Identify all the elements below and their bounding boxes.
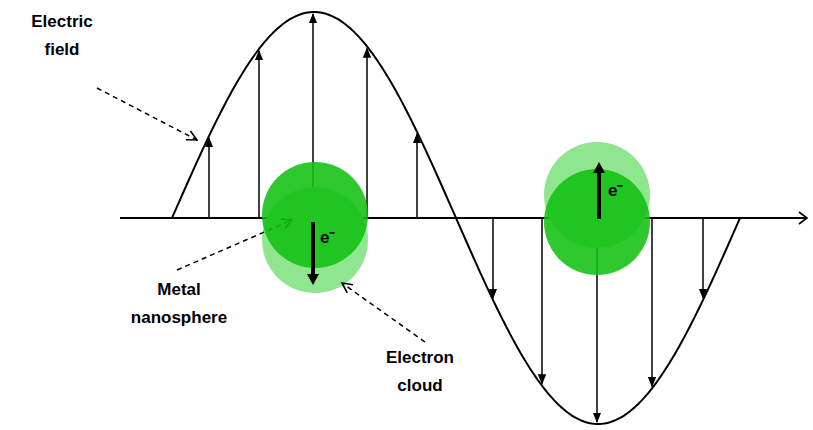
- electron-arrowhead: [593, 162, 605, 173]
- sphere-shape: [544, 169, 650, 275]
- electron-symbol: e⁻: [608, 181, 623, 201]
- metal-nanosphere: e⁻: [544, 169, 650, 275]
- electron-arrow: [311, 222, 315, 274]
- field-arrow: [492, 218, 494, 298]
- axis-arrowhead: [799, 212, 807, 224]
- electron-arrow: [597, 173, 601, 219]
- field-arrow: [702, 218, 704, 298]
- field-wave: [172, 12, 740, 424]
- field-arrow: [208, 138, 210, 218]
- leader-line: [97, 88, 197, 140]
- field-arrow: [541, 218, 543, 384]
- field-arrow: [366, 48, 368, 218]
- callout-label: Electric field: [18, 8, 106, 64]
- field-arrow: [651, 218, 653, 386]
- callout-label: Electron cloud: [372, 344, 468, 400]
- field-arrow: [258, 51, 260, 218]
- sphere-body: [544, 169, 650, 275]
- wave-curve: [172, 12, 740, 424]
- electron-arrowhead: [307, 274, 319, 285]
- field-arrow: [416, 134, 418, 218]
- callout-label: Metal nanosphere: [118, 276, 240, 332]
- electron-symbol: e⁻: [320, 228, 335, 248]
- metal-nanosphere: e⁻: [262, 162, 368, 268]
- sphere-shape: [262, 162, 368, 268]
- leader-line: [342, 283, 425, 342]
